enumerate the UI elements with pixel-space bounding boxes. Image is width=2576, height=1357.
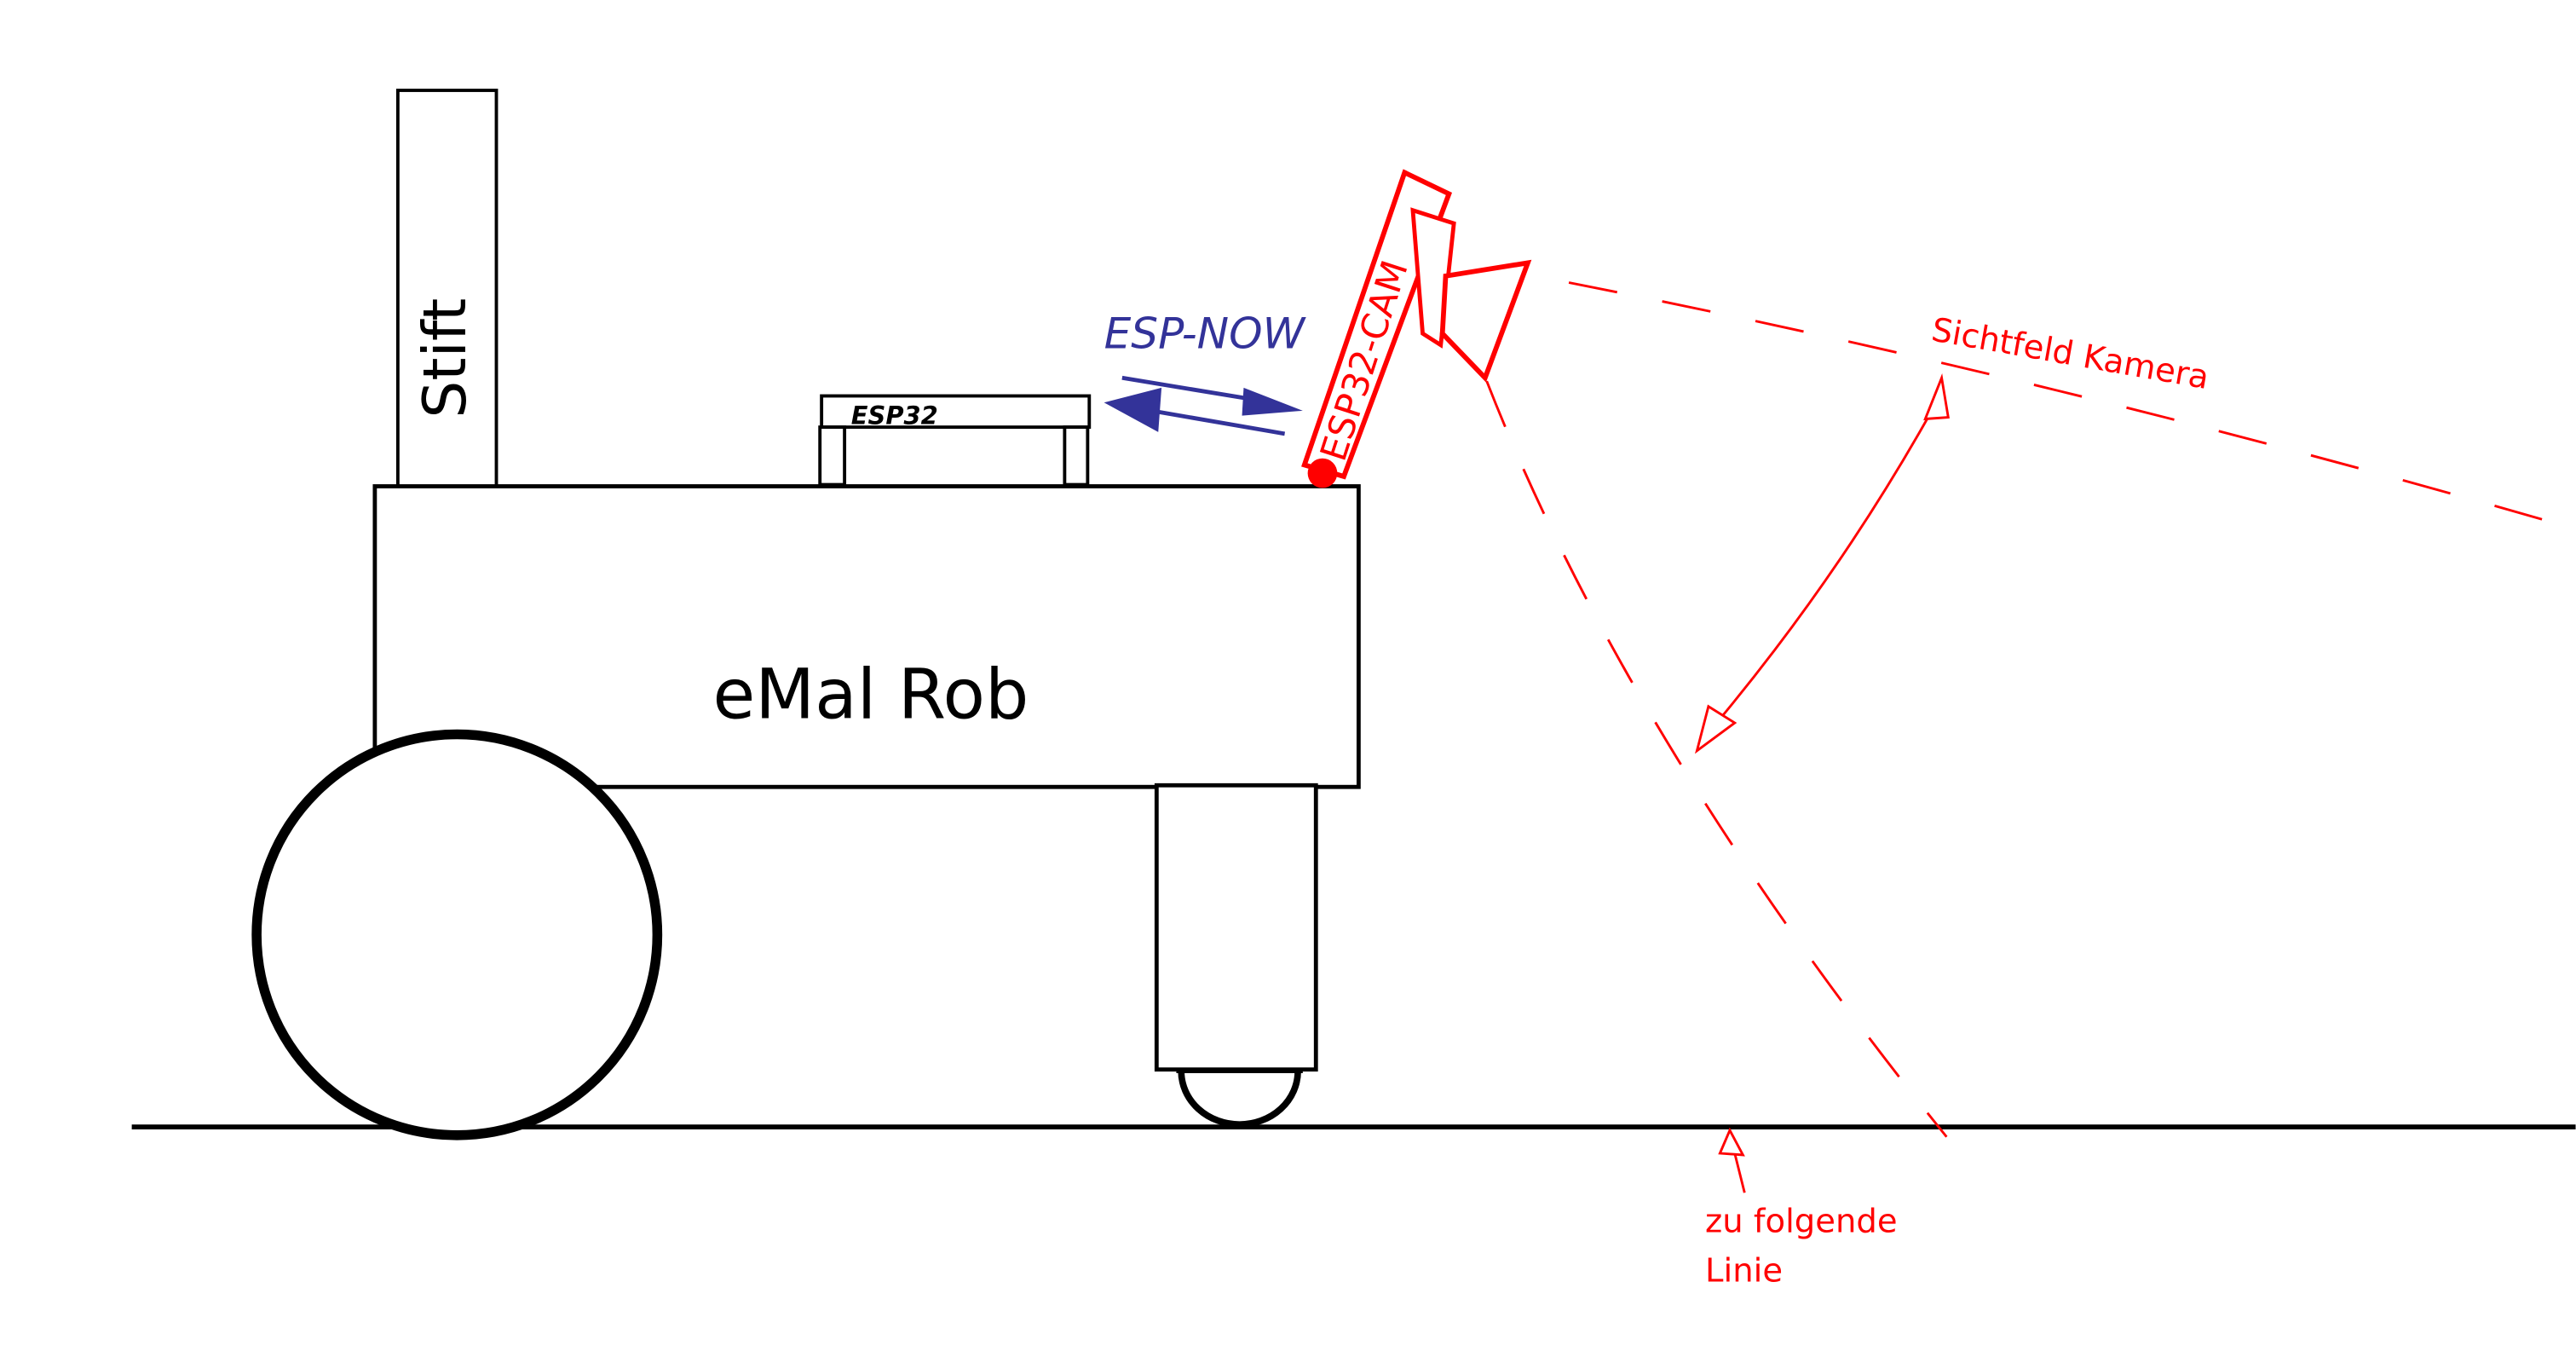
esp32-leg-right bbox=[1063, 425, 1090, 487]
fov-lower-edge bbox=[1485, 380, 1948, 1138]
line-annotation-arrow bbox=[1718, 1127, 1746, 1193]
arrow-to-esp32 bbox=[1104, 387, 1286, 436]
pen-label: Stift bbox=[412, 298, 480, 419]
fov-double-arrow bbox=[1694, 372, 1950, 754]
line-label-2: Linie bbox=[1705, 1251, 1783, 1290]
caster-wheel bbox=[1178, 1071, 1301, 1129]
protocol-label: ESP-NOW bbox=[1104, 309, 1307, 359]
drive-wheel bbox=[251, 729, 663, 1140]
esp32-label: ESP32 bbox=[851, 401, 938, 430]
esp32-board bbox=[820, 394, 1092, 430]
robot-name: eMal Rob bbox=[712, 655, 1029, 735]
arrow-to-camera bbox=[1121, 375, 1303, 416]
pen-holder bbox=[395, 89, 498, 488]
camera-lens bbox=[1439, 259, 1532, 383]
fov-label: Sichtfeld Kamera bbox=[1928, 310, 2211, 397]
esp32-cam: ESP32-CAM bbox=[1301, 169, 1532, 488]
camera-mount-dot bbox=[1307, 458, 1338, 488]
line-label-1: zu folgende bbox=[1705, 1203, 1897, 1241]
robot-body bbox=[372, 484, 1361, 789]
fov-upper-edge bbox=[1568, 281, 2576, 530]
caster-housing bbox=[1154, 782, 1318, 1072]
esp32-leg-left bbox=[818, 425, 847, 487]
